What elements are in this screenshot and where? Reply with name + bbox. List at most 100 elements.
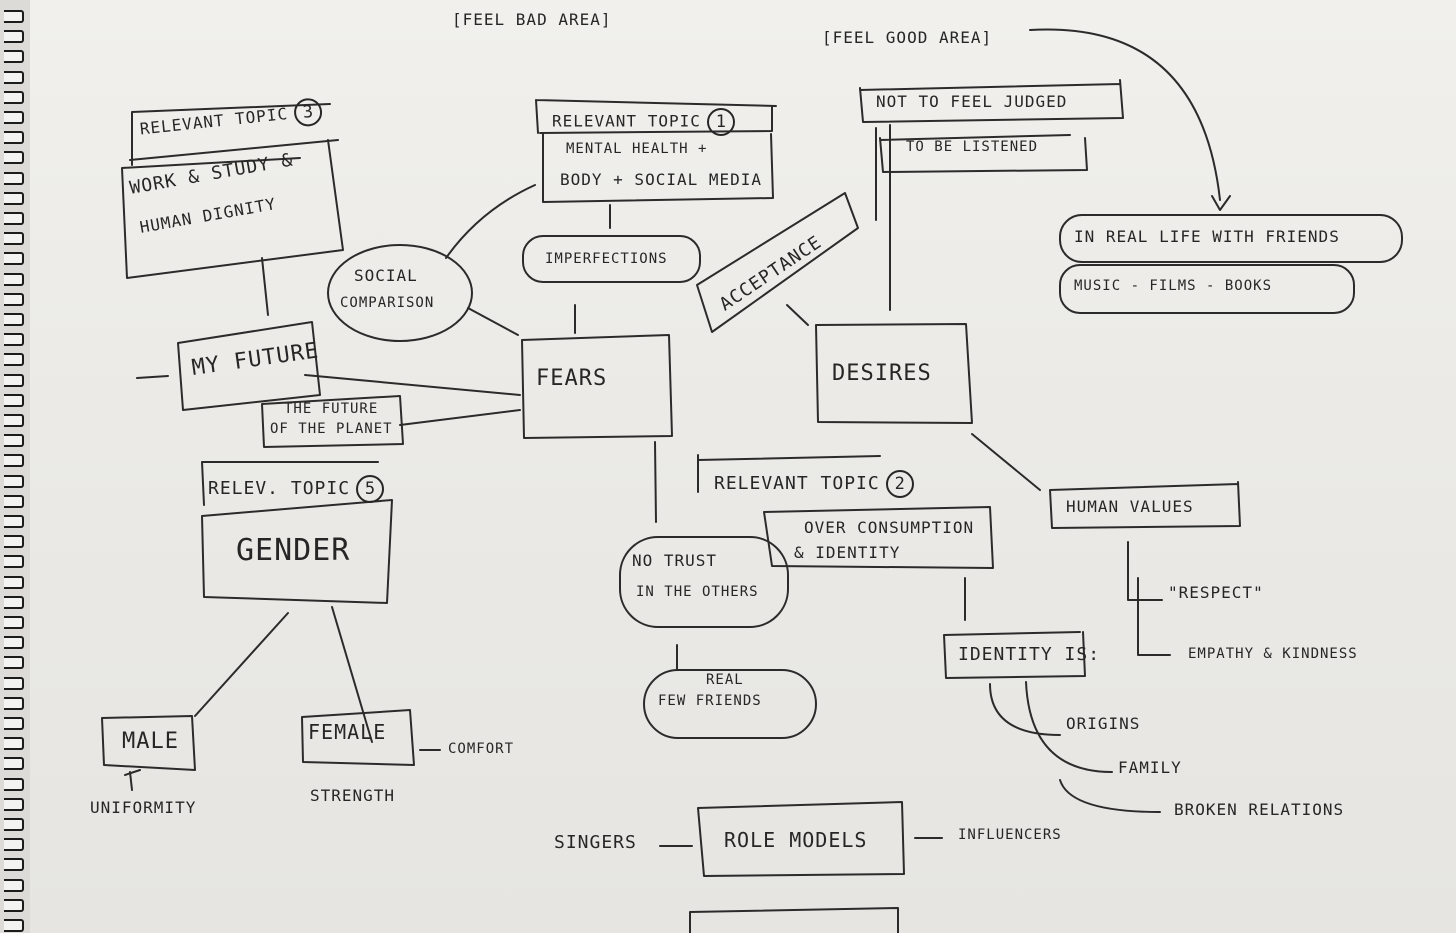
spiral-ring xyxy=(4,494,24,508)
spiral-ring xyxy=(4,898,24,912)
female-box xyxy=(301,709,415,766)
music-box xyxy=(1059,264,1355,314)
spiral-ring xyxy=(4,333,24,347)
spiral-ring xyxy=(4,353,24,367)
spiral-ring xyxy=(4,131,24,145)
spiral-ring xyxy=(4,171,24,185)
spiral-ring xyxy=(4,70,24,84)
spiral-ring xyxy=(4,232,24,246)
feel-good-area-label: [FEEL GOOD AREA] xyxy=(822,28,993,47)
imperfections-label: IMPERFECTIONS xyxy=(545,251,668,267)
spiral-ring xyxy=(4,434,24,448)
my-future-box xyxy=(177,321,321,411)
future-planet-line1: THE FUTURE xyxy=(284,401,379,417)
topic3-header-box xyxy=(129,103,339,166)
comparison-label: COMPARISON xyxy=(340,295,435,311)
topic5-number: 5 xyxy=(356,475,385,503)
music-label: MUSIC - FILMS - BOOKS xyxy=(1074,278,1273,294)
spiral-ring xyxy=(4,797,24,811)
male-to-uniformity xyxy=(124,769,141,791)
acceptance-to-desires xyxy=(786,304,809,326)
gender-label: GENDER xyxy=(236,533,351,568)
topic2-number: 2 xyxy=(885,470,914,498)
spiral-ring xyxy=(4,616,24,629)
spiral-ring xyxy=(4,90,24,104)
topic1-line1: MENTAL HEALTH + xyxy=(566,141,708,157)
spiral-ring xyxy=(4,696,24,710)
gender-to-female xyxy=(331,606,373,743)
no-trust-box xyxy=(619,536,789,628)
real-life-label: IN REAL LIFE WITH FRIENDS xyxy=(1074,227,1340,246)
acceptance-box xyxy=(696,192,859,333)
spiral-ring xyxy=(4,313,24,326)
spiral-ring xyxy=(4,818,24,831)
origins-label: ORIGINS xyxy=(1066,714,1141,733)
fears-box xyxy=(521,334,673,439)
spiral-ring xyxy=(4,858,24,872)
spiral-ring xyxy=(4,777,24,791)
spiral-ring xyxy=(4,555,24,569)
planet-to-fears xyxy=(399,409,521,426)
social-to-topic1 xyxy=(445,184,536,259)
humanvalues-tree xyxy=(1127,541,1171,656)
spiral-ring xyxy=(4,919,24,932)
listened-box xyxy=(879,134,1088,173)
imperfections-box xyxy=(522,235,701,283)
no-trust-line2: IN THE OTHERS xyxy=(636,584,759,600)
gender-to-male xyxy=(194,612,289,717)
spiral-ring xyxy=(4,878,24,892)
topic1-number: 1 xyxy=(706,108,735,136)
spiral-ring xyxy=(4,30,24,44)
role-models-box xyxy=(697,801,905,877)
identity-label: IDENTITY IS: xyxy=(958,644,1101,665)
strength-label: STRENGTH xyxy=(310,786,396,805)
not-judged-box xyxy=(859,79,1124,123)
spiral-ring xyxy=(4,373,24,387)
spiral-ring xyxy=(4,151,24,165)
influencers-label: INFLUENCERS xyxy=(958,827,1062,843)
spiral-ring xyxy=(4,252,24,266)
feel-bad-area-label: [FEEL BAD AREA] xyxy=(452,10,612,29)
topic1-header-box xyxy=(535,99,777,134)
female-label: FEMALE xyxy=(308,720,387,744)
spiral-ring xyxy=(4,111,24,124)
bottom-partial-box xyxy=(689,907,899,933)
myfuture-left-stub xyxy=(136,375,169,379)
spiral-ring xyxy=(4,636,24,650)
desires-to-humanvalues xyxy=(971,433,1041,491)
uniformity-label: UNIFORMITY xyxy=(90,798,197,817)
human-values-box xyxy=(1049,481,1241,529)
topic2-line2: & IDENTITY xyxy=(794,543,901,562)
future-planet-line2: OF THE PLANET xyxy=(270,421,393,437)
singers-label: SINGERS xyxy=(554,832,637,853)
real-life-box xyxy=(1059,214,1403,263)
spiral-ring xyxy=(4,393,24,407)
topic2-header-box xyxy=(697,454,881,493)
myfuture-to-fears xyxy=(304,374,521,396)
male-box xyxy=(101,715,196,771)
social-label: SOCIAL xyxy=(354,266,418,285)
desires-box xyxy=(815,323,973,424)
spiral-ring xyxy=(4,50,24,64)
few-friends-box xyxy=(643,669,817,739)
spiral-ring xyxy=(4,595,24,609)
spiral-ring xyxy=(4,474,24,488)
fears-to-notrust xyxy=(654,441,657,523)
male-label: MALE xyxy=(122,729,179,754)
spiral-ring xyxy=(4,717,24,730)
topic3-number: 3 xyxy=(292,96,324,128)
respect-label: "RESPECT" xyxy=(1168,583,1264,602)
topic1-body-box xyxy=(542,132,774,203)
family-label: FAMILY xyxy=(1118,758,1182,777)
spiral-ring xyxy=(4,515,24,528)
social-to-fears xyxy=(467,307,519,336)
empathy-label: EMPATHY & KINDNESS xyxy=(1188,646,1358,662)
spiral-ring xyxy=(4,656,24,670)
spiral-ring xyxy=(4,454,24,468)
identity-tree xyxy=(989,681,1161,813)
spiral-ring xyxy=(4,292,24,306)
listened-label: TO BE LISTENED xyxy=(906,139,1039,155)
